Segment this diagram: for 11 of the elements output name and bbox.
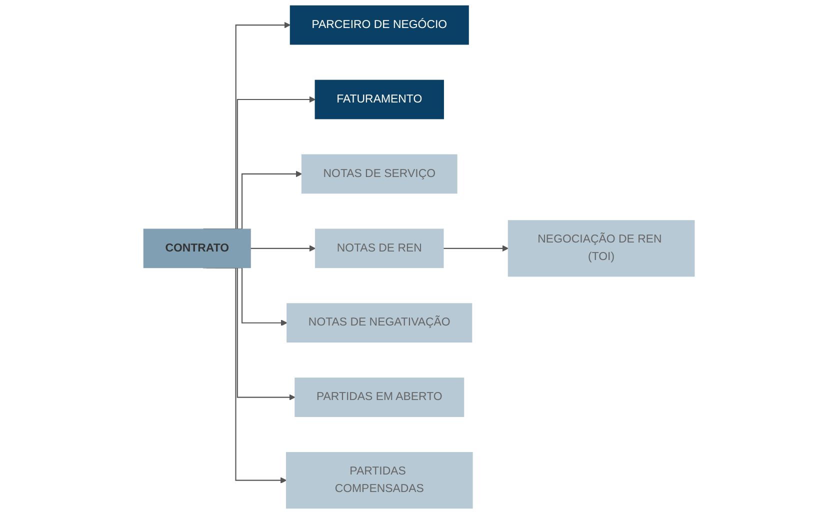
node-box: NOTAS DE SERVIÇO bbox=[302, 154, 458, 194]
node-box: PARTIDAS EM ABERTO bbox=[295, 378, 465, 417]
node-box: PARTIDAS COMPENSADAS bbox=[286, 452, 474, 509]
node-box: NEGOCIAÇÃO DE REN (TOI) bbox=[508, 220, 696, 277]
node-box: FATURAMENTO bbox=[315, 80, 444, 120]
arrow bbox=[444, 245, 509, 252]
node-box: NOTAS DE REN bbox=[315, 228, 444, 268]
arrow bbox=[250, 245, 316, 252]
node-box: PARCEIRO DE NEGÓCIO bbox=[290, 5, 470, 45]
node-box: CONTRATO bbox=[144, 228, 252, 268]
node-box: NOTAS DE NEGATIVAÇÃO bbox=[287, 303, 473, 343]
